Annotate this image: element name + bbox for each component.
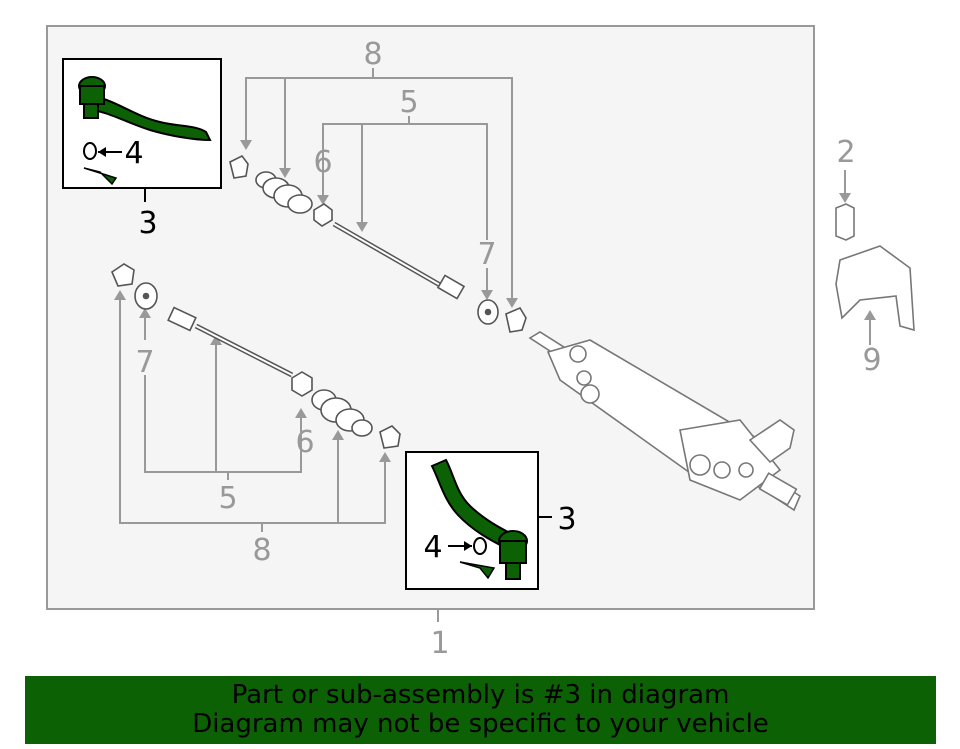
- leader-arrowheads: [114, 140, 876, 462]
- jam-nut-bottom: [291, 371, 313, 397]
- callout-7-bottom: 7: [135, 345, 154, 380]
- callout-6-bottom: 6: [295, 425, 314, 460]
- tie-rod-end-top: [78, 76, 212, 186]
- callout-8-top: 8: [363, 37, 382, 72]
- steering-rack: [528, 331, 802, 512]
- top-parts: [229, 154, 527, 333]
- notice-line-1: Part or sub-assembly is #3 in diagram: [231, 680, 730, 710]
- boot-top: [255, 171, 313, 214]
- clamp-bottom-left: [111, 263, 135, 287]
- callout-3-top: 3: [138, 206, 157, 241]
- callout-6-top: 6: [313, 145, 332, 180]
- leader-lines: [119, 68, 871, 622]
- callout-9: 9: [862, 343, 881, 378]
- bracket-part-2: [835, 203, 855, 241]
- callout-8-bottom: 8: [252, 533, 271, 568]
- callout-1: 1: [430, 626, 449, 661]
- heat-shield-part-9: [835, 245, 915, 332]
- clamp-top-left: [229, 154, 249, 179]
- side-parts: [835, 203, 915, 332]
- callout-2: 2: [836, 135, 855, 170]
- callout-7-top: 7: [477, 237, 496, 272]
- inner-rod-bottom: [167, 306, 294, 378]
- notice-banner: Part or sub-assembly is #3 in diagram Di…: [25, 676, 936, 744]
- boot-bottom: [311, 389, 373, 437]
- tie-rod-end-bottom: [430, 458, 528, 580]
- notice-line-2: Diagram may not be specific to your vehi…: [192, 709, 769, 739]
- callout-5-top: 5: [399, 85, 418, 120]
- clamp-bottom-right: [379, 425, 401, 449]
- inner-rod-top: [332, 221, 466, 300]
- callout-4-bottom: 4: [423, 530, 442, 565]
- callout-5-bottom: 5: [218, 481, 237, 516]
- bottom-parts: [111, 263, 401, 449]
- clamp-top-right: [505, 306, 527, 333]
- callout-3-bottom: 3: [557, 502, 576, 537]
- callout-4-top: 4: [124, 136, 143, 171]
- jam-nut-top: [313, 203, 333, 227]
